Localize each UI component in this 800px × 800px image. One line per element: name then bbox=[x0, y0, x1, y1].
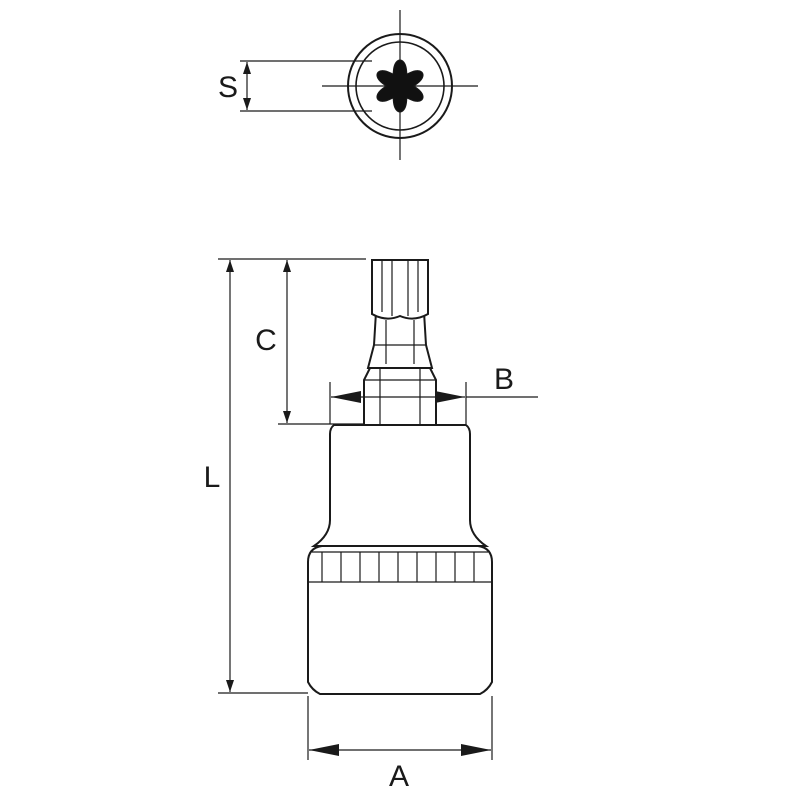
b-label: B bbox=[494, 363, 514, 396]
a-label: A bbox=[389, 760, 409, 793]
knurl-band bbox=[308, 551, 492, 583]
bit-shank bbox=[366, 311, 434, 369]
top-end-view: S bbox=[218, 10, 478, 160]
l-label: L bbox=[204, 461, 221, 494]
torx-bit-tip bbox=[371, 259, 429, 320]
socket-lower-body bbox=[307, 545, 493, 695]
c-label: C bbox=[255, 324, 277, 357]
dimensions: L C B A bbox=[204, 258, 538, 793]
torx-star-profile bbox=[376, 59, 424, 113]
side-view bbox=[307, 259, 493, 695]
outer-circle bbox=[347, 33, 453, 139]
s-label: S bbox=[218, 71, 238, 104]
socket-upper-body bbox=[310, 424, 490, 547]
inner-circle bbox=[355, 41, 445, 131]
